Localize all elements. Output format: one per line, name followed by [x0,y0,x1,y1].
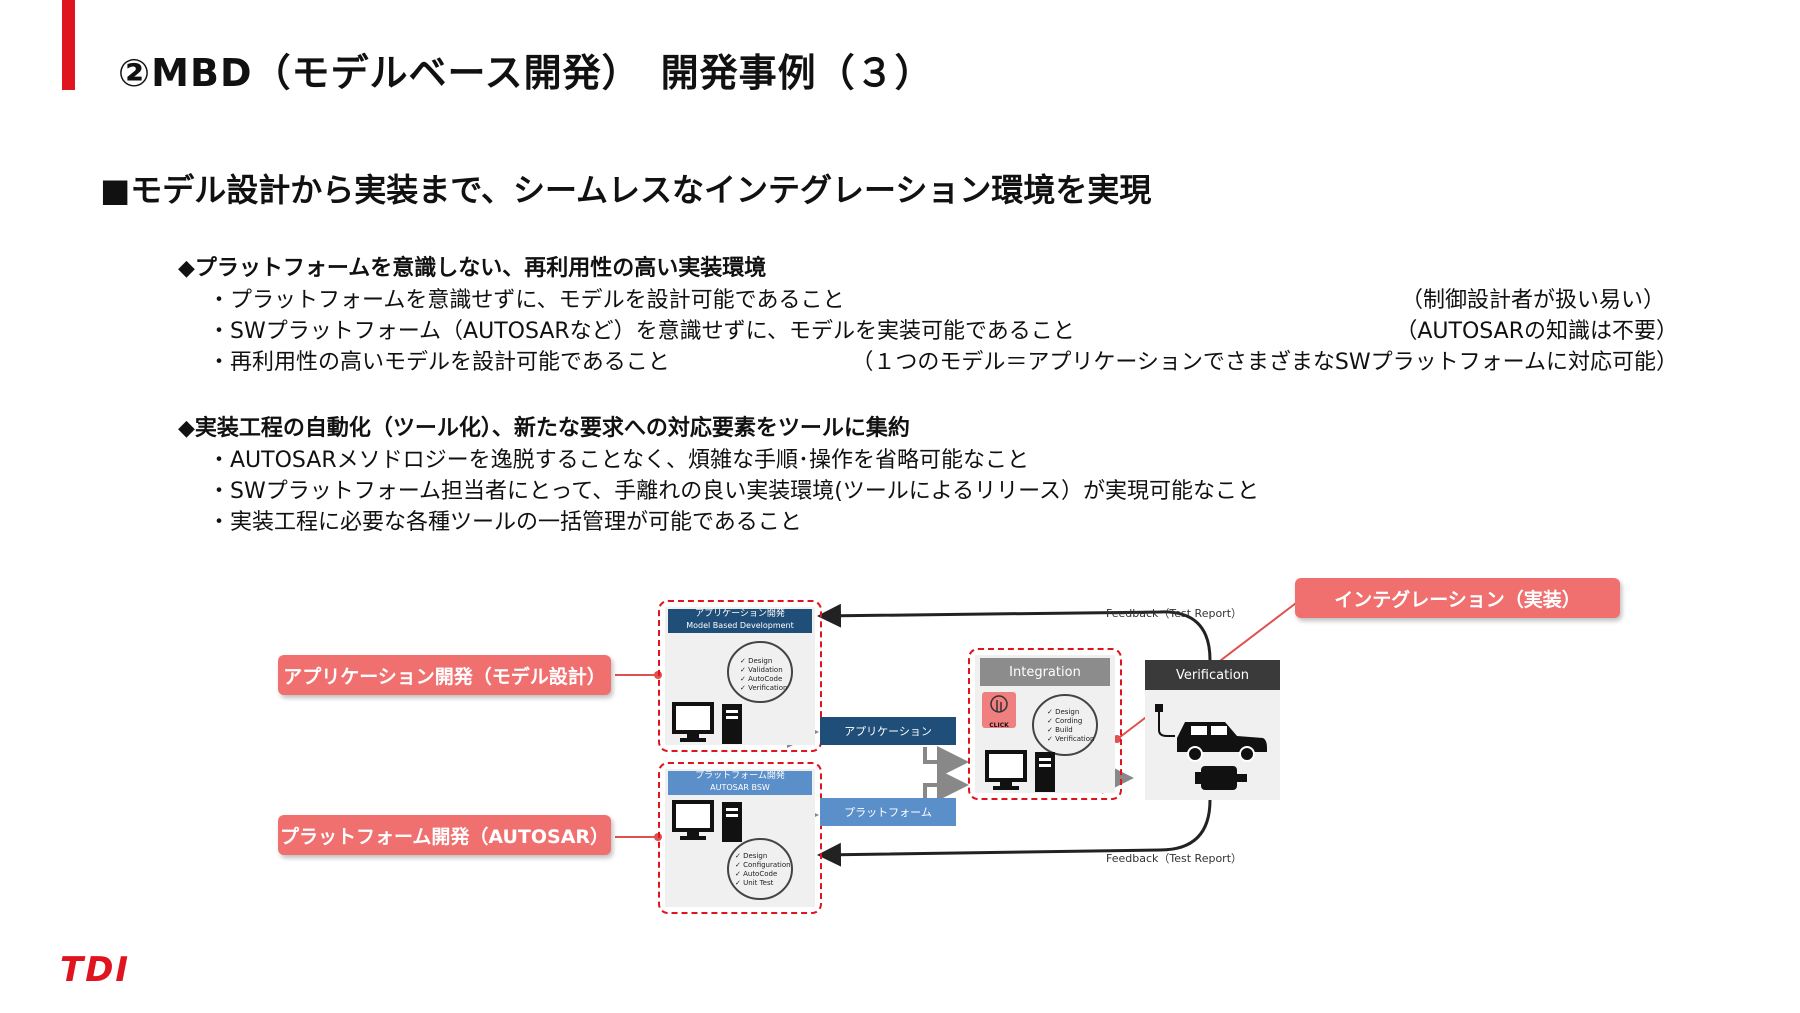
app-panel: アプリケーション開発 Model Based Development ✓ Des… [658,600,822,752]
integration-cycle-icon [1032,694,1098,756]
platform-panel-header: プラットフォーム開発 AUTOSAR BSW [668,771,812,795]
section1-note-1: （制御設計者が扱い易い） [1400,288,1665,313]
section1-note-3: （１つのモデル＝アプリケーションでさまざまなSWプラットフォームに対応可能） [851,350,1678,375]
section2-item-2: ・SWプラットフォーム担当者にとって、手離れの良い実装環境(ツールによるリリース… [208,479,1260,504]
click-icon: CLICK [982,692,1016,729]
computer-icon [985,750,1055,792]
section1-note-2: （AUTOSARの知識は不要） [1395,319,1678,344]
title-accent-bar [62,0,75,90]
section1-item-1: ・プラットフォームを意識せずに、モデルを設計可能であること [208,288,845,313]
application-chip: アプリケーション [820,717,956,745]
feedback-top-label: Feedback（Test Report） [1106,607,1243,620]
callout-integration: インテグレーション（実装） [1295,578,1620,618]
app-steps: ✓ Design ✓ Validation ✓ AutoCode ✓ Verif… [740,657,788,692]
page-title: ②MBD（モデルベース開発） 開発事例（３） [118,51,934,95]
computer-icon [672,800,742,842]
verification-panel: Verification [1145,660,1280,800]
feedback-bottom-label: Feedback（Test Report） [1106,852,1243,865]
integration-panel: Integration CLICK ✓ Design ✓ Cording ✓ B… [968,648,1122,800]
car-icon [1155,704,1267,790]
section1-heading: ◆プラットフォームを意識しない、再利用性の高い実装環境 [178,256,767,281]
app-panel-header: アプリケーション開発 Model Based Development [668,609,812,633]
section2-item-3: ・実装工程に必要な各種ツールの一括管理が可能であること [208,510,802,535]
computer-icon [672,702,742,744]
callout-platform-dev: プラットフォーム開発（AUTOSAR） [278,815,611,855]
section1-item-3: ・再利用性の高いモデルを設計可能であること [208,350,670,375]
platform-steps: ✓ Design ✓ Configuration ✓ AutoCode ✓ Un… [735,852,791,887]
platform-cycle-icon [727,838,793,900]
feedback-bottom-arrow [817,799,1212,867]
integration-steps: ✓ Design ✓ Cording ✓ Build ✓ Verificatio… [1047,708,1095,743]
section2-item-1: ・AUTOSARメソドロジーを逸脱することなく、煩雑な手順･操作を省略可能なこと [208,448,1029,473]
section1-item-2: ・SWプラットフォーム（AUTOSARなど）を意識せずに、モデルを実装可能である… [208,319,1075,344]
tdi-logo: TDI [60,950,131,990]
verification-panel-header: Verification [1145,660,1280,690]
section2-heading: ◆実装工程の自動化（ツール化）、新たな要求への対応要素をツールに集約 [178,416,910,441]
platform-chip: プラットフォーム [820,798,956,826]
callout-app-dev: アプリケーション開発（モデル設計） [278,655,611,695]
feedback-top-arrow [817,603,1212,661]
page-subtitle: ■モデル設計から実装まで、シームレスなインテグレーション環境を実現 [100,171,1152,209]
platform-panel: プラットフォーム開発 AUTOSAR BSW ✓ Design ✓ Config… [658,762,822,914]
app-cycle-icon [727,641,793,703]
integration-panel-header: Integration [980,658,1110,686]
